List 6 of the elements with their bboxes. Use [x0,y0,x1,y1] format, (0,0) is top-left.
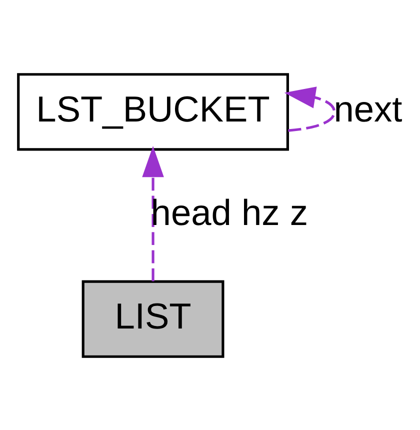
node-box: LST_BUCKET [17,72,289,150]
arrow [284,86,336,132]
edge-label: head hz z [150,192,308,233]
edge-label: next [334,88,402,129]
arrow [142,146,164,281]
node-box: LIST [82,280,224,358]
